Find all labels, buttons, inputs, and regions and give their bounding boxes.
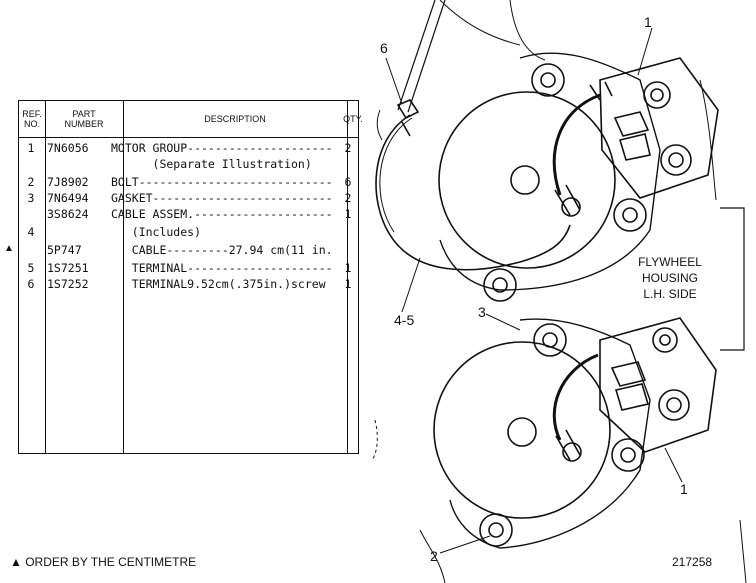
description: (Includes): [111, 225, 202, 239]
callout-4-5: 4-5: [394, 312, 415, 328]
part-number: 7N6494: [47, 191, 89, 205]
callout-6: 6: [380, 40, 388, 56]
table-row: 4 (Includes): [19, 225, 358, 240]
ref-no: 6: [27, 277, 35, 291]
header-description: DESCRIPTION: [204, 114, 266, 124]
quantity: 1: [344, 207, 352, 221]
quantity: 1: [344, 261, 352, 275]
part-number: 7J8902: [47, 175, 89, 189]
parts-table: REF. NO. PART NUMBER DESCRIPTION QTY. 1 …: [18, 100, 363, 454]
column-divider: [347, 101, 348, 453]
part-number: 3S8624: [47, 207, 89, 221]
column-divider: [45, 101, 46, 453]
table-row: 5 1S7251 TERMINAL-----------------------…: [19, 261, 358, 276]
description: MOTOR GROUP------------------------: [111, 141, 333, 155]
figure-number: 217258: [672, 555, 713, 569]
part-number: 5P747: [47, 243, 82, 257]
callout-3: 3: [478, 304, 486, 320]
description: BOLT-------------------------------: [111, 175, 333, 189]
description: CABLE---------27.94 cm(11 in.): [111, 243, 333, 257]
header-part-number: PART NUMBER: [64, 109, 104, 129]
ref-no: 4: [27, 225, 35, 239]
bottom-motor: [433, 317, 717, 549]
ref-no: 2: [27, 175, 35, 189]
description: GASKET-----------------------------: [111, 191, 333, 205]
table-row: 6 1S7252 TERMINAL9.52cm(.375in.)screw 1: [19, 277, 358, 292]
ref-no: 5: [27, 261, 35, 275]
footnote: ▲ ORDER BY THE CENTIMETRE: [10, 555, 197, 569]
quantity: 6: [344, 175, 352, 189]
description: (Separate Illustration): [111, 157, 312, 171]
description: CABLE ASSEM.-----------------------: [111, 207, 333, 221]
column-divider: [123, 101, 124, 453]
description: TERMINAL9.52cm(.375in.)screw: [111, 277, 326, 291]
table-row: (Separate Illustration): [19, 157, 358, 172]
callout-2: 2: [430, 548, 438, 564]
quantity: 2: [344, 141, 352, 155]
header-divider: [19, 137, 358, 138]
triangle-marker-icon: ▲: [4, 243, 14, 254]
description: TERMINAL-----------------------: [111, 261, 333, 275]
quantity: 1: [344, 277, 352, 291]
ref-no: 3: [27, 191, 35, 205]
part-number: 1S7251: [47, 261, 89, 275]
header-ref-no: REF. NO.: [22, 109, 42, 129]
quantity: 2: [344, 191, 352, 205]
table-row: 3S8624 CABLE ASSEM.---------------------…: [19, 207, 358, 222]
callout-1-top: 1: [644, 14, 652, 30]
top-motor: [438, 52, 719, 302]
table-row: 3 7N6494 GASKET-------------------------…: [19, 191, 358, 206]
ref-no: 1: [27, 141, 35, 155]
header-qty: QTY.: [343, 114, 363, 124]
table-row: 5P747 CABLE---------27.94 cm(11 in.): [19, 243, 358, 258]
part-number: 7N6056: [47, 141, 89, 155]
callout-1-bottom: 1: [680, 481, 688, 497]
table-row: 2 7J8902 BOLT---------------------------…: [19, 175, 358, 190]
part-number: 1S7252: [47, 277, 89, 291]
table-row: 1 7N6056 MOTOR GROUP--------------------…: [19, 141, 358, 156]
flywheel-housing-label: FLYWHEEL HOUSING L.H. SIDE: [638, 255, 702, 301]
